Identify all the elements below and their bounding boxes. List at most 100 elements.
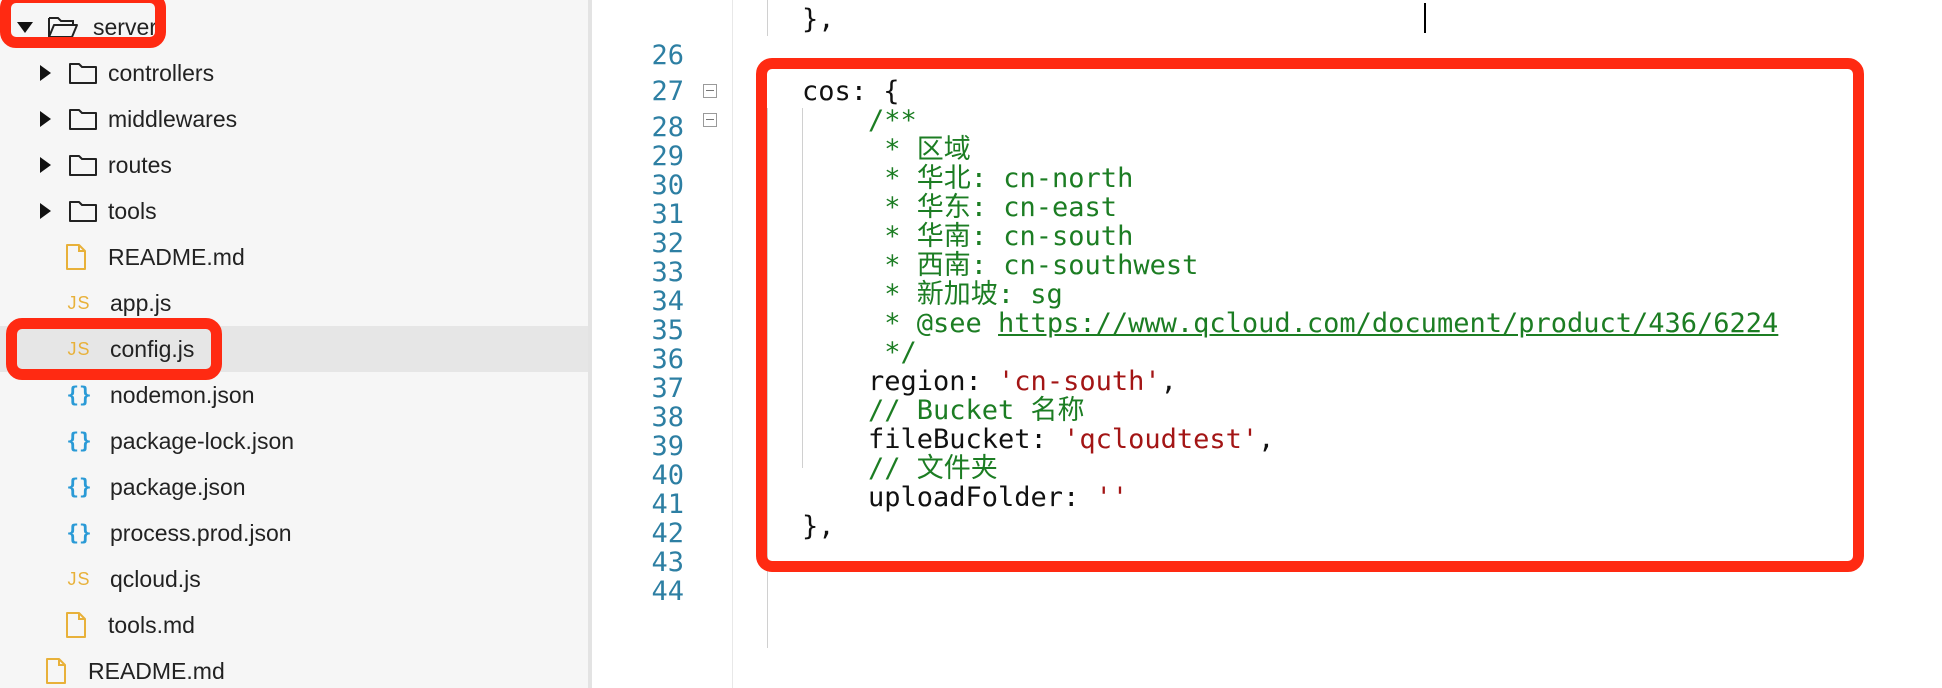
tree-item-label: server [93, 13, 157, 40]
tree-folder-middlewares[interactable]: middlewares [0, 96, 588, 142]
text-cursor [1424, 3, 1426, 33]
markdown-file-icon [64, 611, 88, 639]
tree-item-label: README.md [108, 243, 245, 270]
code-line: 42 uploadFolder: '' [592, 480, 1942, 549]
code-comment: * 华北: cn-north [868, 163, 1134, 194]
json-file-icon: {} [66, 429, 92, 453]
chevron-right-icon[interactable] [40, 111, 51, 127]
tree-folder-server[interactable]: server [0, 4, 588, 50]
code-comment: * @see https://www.qcloud.com/document/p… [868, 306, 1778, 342]
code-line: 35 * 新加坡: sg [592, 277, 1942, 346]
chevron-down-icon[interactable] [17, 21, 33, 33]
gutter-separator [732, 0, 733, 688]
code-line: 43 }, [592, 509, 1942, 578]
tree-folder-controllers[interactable]: controllers [0, 50, 588, 96]
code-text: }, [802, 4, 835, 35]
fold-toggle-icon[interactable] [703, 113, 717, 127]
line-number: 43 [651, 547, 684, 578]
json-file-icon: {} [66, 521, 92, 545]
tree-file-qcloud-js[interactable]: JS qcloud.js [0, 556, 588, 602]
code-line: 36 * @see https://www.qcloud.com/documen… [592, 306, 1942, 375]
fold-toggle-icon[interactable] [703, 84, 717, 98]
line-number: 39 [651, 431, 684, 462]
tree-item-label: nodemon.json [110, 381, 255, 408]
tree-item-label: routes [108, 151, 172, 178]
code-line: 28 cos: { [592, 74, 1942, 143]
tree-file-root-readme[interactable]: README.md [0, 648, 588, 688]
code-comment: * 西南: cn-southwest [868, 250, 1199, 281]
sidebar-divider[interactable] [588, 0, 592, 688]
code-line: 30 * 区域 [592, 132, 1942, 201]
code-key: uploadFolder: [868, 482, 1096, 513]
line-number: 26 [651, 40, 684, 71]
tree-file-nodemon-json[interactable]: {} nodemon.json [0, 372, 588, 418]
code-comment: */ [868, 337, 917, 368]
doc-link[interactable]: https://www.qcloud.com/document/product/… [998, 308, 1779, 339]
code-editor[interactable]: 26 }, 27 28 cos: { 29 /** 30 * 区域 31 * 华… [592, 0, 1942, 688]
code-punct: , [1160, 366, 1177, 397]
line-number: 27 [651, 76, 684, 107]
tree-item-label: README.md [88, 657, 225, 684]
code-comment: * 华南: cn-south [868, 221, 1134, 252]
line-number: 37 [651, 373, 684, 404]
tree-file-config-js[interactable]: JS config.js [0, 326, 588, 372]
tree-item-label: process.prod.json [110, 519, 292, 546]
tree-item-label: qcloud.js [110, 565, 201, 592]
folder-icon [68, 107, 98, 131]
code-comment: // Bucket 名称 [868, 395, 1085, 426]
line-number: 40 [651, 460, 684, 491]
code-text: fileBucket: 'qcloudtest', [868, 422, 1274, 458]
code-line: 26 }, [592, 2, 1942, 71]
tree-item-label: tools.md [108, 611, 195, 638]
chevron-right-icon[interactable] [40, 157, 51, 173]
tree-file-process-prod-json[interactable]: {} process.prod.json [0, 510, 588, 556]
js-file-icon: JS [67, 292, 91, 313]
code-text: }, [802, 511, 835, 542]
json-file-icon: {} [66, 475, 92, 499]
code-line: 37 */ [592, 335, 1942, 404]
code-line: 38 region: 'cn-south', [592, 364, 1942, 433]
code-text: cos: { [802, 76, 900, 107]
js-file-icon: JS [67, 568, 91, 589]
indent-guide [802, 108, 803, 468]
tree-item-label: tools [108, 197, 157, 224]
tree-file-package-lock-json[interactable]: {} package-lock.json [0, 418, 588, 464]
code-line: 32 * 华东: cn-east [592, 190, 1942, 259]
folder-icon [68, 153, 98, 177]
line-number: 29 [651, 141, 684, 172]
line-number: 30 [651, 170, 684, 201]
line-number: 38 [651, 402, 684, 433]
folder-icon [68, 61, 98, 85]
chevron-right-icon[interactable] [40, 65, 51, 81]
code-string: 'qcloudtest' [1063, 424, 1259, 455]
file-explorer-sidebar: server controllers middlewares routes to… [0, 0, 588, 688]
tree-file-app-js[interactable]: JS app.js [0, 280, 588, 326]
code-line: 39 // Bucket 名称 [592, 393, 1942, 462]
code-line: 31 * 华北: cn-north [592, 161, 1942, 230]
code-line: 29 /** [592, 103, 1942, 172]
js-file-icon: JS [67, 338, 91, 359]
code-string: '' [1095, 482, 1129, 513]
chevron-right-icon[interactable] [40, 203, 51, 219]
tree-file-package-json[interactable]: {} package.json [0, 464, 588, 510]
tree-folder-tools[interactable]: tools [0, 188, 588, 234]
code-comment: /** [868, 105, 917, 136]
tree-file-readme[interactable]: README.md [0, 234, 588, 280]
code-key: region: [868, 366, 999, 397]
code-text: region: 'cn-south', [868, 364, 1177, 400]
indent-guide [767, 0, 768, 36]
line-number: 31 [651, 199, 684, 230]
code-line: 27 [592, 38, 1942, 107]
json-file-icon: {} [66, 383, 92, 407]
tree-item-label: middlewares [108, 105, 238, 132]
line-number: 35 [651, 315, 684, 346]
tree-item-label: config.js [110, 335, 195, 362]
tree-folder-routes[interactable]: routes [0, 142, 588, 188]
tree-file-tools-md[interactable]: tools.md [0, 602, 588, 648]
markdown-file-icon [44, 657, 68, 685]
line-number: 32 [651, 228, 684, 259]
code-line: 41 // 文件夹 [592, 451, 1942, 520]
code-comment: * 新加坡: sg [868, 279, 1063, 310]
line-number: 34 [651, 286, 684, 317]
markdown-file-icon [64, 243, 88, 271]
